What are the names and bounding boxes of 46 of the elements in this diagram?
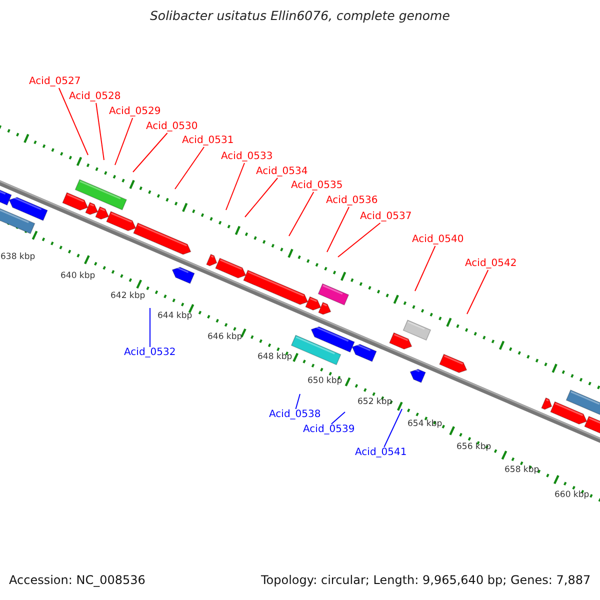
gene-label: Acid_0539 bbox=[303, 425, 355, 435]
gene-label: Acid_0536 bbox=[326, 196, 378, 206]
scale-label: 640 kbp bbox=[60, 272, 96, 280]
gene-label: Acid_0541 bbox=[355, 448, 407, 458]
leader-line bbox=[244, 178, 278, 218]
scale-label: 648 kbp bbox=[258, 352, 292, 361]
gene-label: Acid_0531 bbox=[182, 136, 234, 146]
gene-label: Acid_0529 bbox=[109, 107, 161, 117]
leader-line bbox=[174, 146, 205, 190]
leader-line bbox=[338, 222, 381, 258]
scale-label: 642 kbp bbox=[110, 292, 146, 300]
gene-label: Acid_0532 bbox=[124, 348, 176, 358]
leader-line bbox=[96, 102, 104, 160]
gene-label: Acid_0538 bbox=[269, 410, 321, 420]
scale-label: 656 kbp bbox=[456, 442, 492, 451]
scale-label: 654 kbp bbox=[408, 420, 442, 428]
leader-line bbox=[414, 246, 436, 292]
gene-label: Acid_0530 bbox=[146, 122, 198, 132]
scale-label: 650 kbp bbox=[308, 376, 342, 385]
leader-line bbox=[226, 162, 245, 210]
gene-label: Acid_0533 bbox=[221, 152, 273, 162]
scale-label: 638 kbp bbox=[0, 252, 36, 261]
title: Solibacter usitatus Ellin6076, complete genome bbox=[150, 10, 450, 22]
leader-line bbox=[132, 132, 168, 172]
leader-line bbox=[384, 408, 402, 448]
scale-label: 652 kbp bbox=[358, 398, 392, 406]
leader-line bbox=[288, 192, 314, 236]
gene-label: Acid_0527 bbox=[29, 77, 81, 87]
scale-label: 644 kbp bbox=[158, 312, 192, 320]
leader-line bbox=[114, 118, 134, 166]
scale-label: 646 kbp bbox=[208, 332, 242, 341]
scale-label: 660 kbp bbox=[554, 490, 590, 499]
leader-line bbox=[295, 394, 300, 410]
gene-label: Acid_0534 bbox=[256, 167, 308, 177]
scale-label: 658 kbp bbox=[504, 466, 540, 474]
leader-line bbox=[330, 412, 346, 424]
leader-line bbox=[326, 206, 350, 252]
gene-label: Acid_0528 bbox=[69, 92, 121, 102]
genome-summary: Topology: circular; Length: 9,965,640 bp; Genes: 7,887 bbox=[261, 574, 591, 586]
gene-label: Acid_0540 bbox=[412, 235, 464, 245]
leader-line bbox=[58, 88, 88, 156]
gene-label: Acid_0542 bbox=[465, 259, 517, 269]
gene-label: Acid_0537 bbox=[360, 212, 412, 222]
gene-label: Acid_0535 bbox=[291, 181, 343, 191]
accession-note: Accession: NC_008536 bbox=[9, 574, 146, 586]
leader-line bbox=[466, 270, 489, 314]
